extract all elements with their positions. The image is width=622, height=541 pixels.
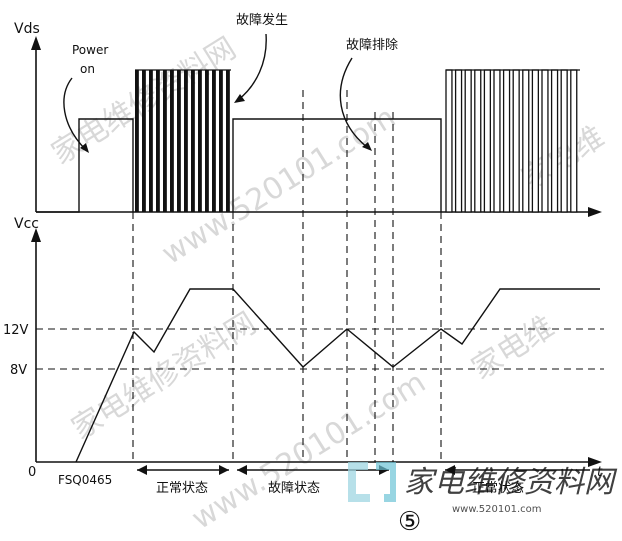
vds-fault-plateau	[232, 118, 442, 212]
state-spans: 正常状态 故障状态 正常状态	[137, 465, 590, 496]
switching-pulse	[205, 70, 209, 212]
vds-axis-label: Vds	[14, 21, 40, 37]
brand-watermark: 家电维修资料网 www.520101.com	[348, 462, 618, 515]
vds-y-arrow	[31, 36, 41, 50]
switching-pulse	[163, 70, 167, 212]
vds-poweron-step	[36, 118, 134, 213]
switching-pulse	[445, 69, 453, 213]
switching-pulse	[142, 70, 146, 212]
span-normal-2-left-head	[445, 465, 455, 475]
fault-occurs-arrow-head	[234, 94, 245, 103]
switching-pulse	[135, 70, 139, 212]
switching-pulse	[170, 70, 174, 212]
switching-pulse	[454, 69, 463, 213]
origin-label: 0	[28, 465, 36, 480]
vds-switching-burst-2	[445, 69, 580, 213]
fault-cleared-arrow	[339, 57, 369, 149]
vcc-plot: Vcc 12V 8V 0 t FSQ0465	[3, 216, 604, 487]
state-fault-label: 故障状态	[268, 481, 320, 496]
switching-pulse	[226, 70, 230, 212]
span-normal-1-left-head	[137, 465, 147, 475]
switching-pulse	[177, 70, 181, 212]
switching-pulse	[560, 69, 568, 213]
time-markers	[132, 90, 442, 462]
watermark-brand-4: 家电维	[466, 309, 561, 386]
brand-overlay-url: www.520101.com	[452, 504, 542, 515]
level-8v-label: 8V	[10, 363, 27, 378]
power-on-arrow-head	[80, 143, 89, 153]
time-axis-label: t	[597, 465, 603, 480]
vds-switching-burst-1	[135, 69, 231, 212]
switching-pulse	[570, 69, 578, 213]
brand-logo-mark-2	[376, 462, 396, 502]
level-12v-label: 12V	[3, 323, 29, 338]
switching-pulse	[550, 69, 559, 213]
vcc-axis-label: Vcc	[14, 216, 39, 232]
switching-pulse	[464, 69, 472, 213]
power-on-label: Power	[72, 43, 108, 57]
switching-pulse	[493, 69, 501, 213]
vds-plot: Vds Power on 故障发生 故障排除	[14, 12, 602, 217]
switching-pulse	[191, 70, 195, 212]
switching-pulse	[531, 69, 540, 213]
switching-pulse	[483, 69, 492, 213]
switching-pulse	[512, 69, 520, 213]
switching-pulse	[149, 70, 153, 212]
figure-number: ⑤	[398, 507, 421, 536]
vcc-y-arrow	[31, 228, 41, 242]
power-on-label-2: on	[80, 62, 95, 76]
fault-occurs-arrow	[237, 33, 267, 101]
fault-cleared-label: 故障排除	[346, 38, 398, 53]
switching-pulse	[502, 69, 511, 213]
fault-occurs-label: 故障发生	[236, 12, 288, 28]
watermark-site-2: www.520101.com	[186, 365, 432, 536]
switching-pulse	[198, 70, 202, 212]
vds-x-arrow	[588, 207, 602, 217]
switching-pulse	[156, 70, 160, 212]
state-normal-2-label: 正常状态	[472, 481, 524, 496]
switching-pulse	[212, 70, 216, 212]
switching-pulse	[541, 69, 549, 213]
switching-pulse	[184, 70, 188, 212]
state-normal-1-label: 正常状态	[156, 481, 208, 496]
switching-pulse	[219, 70, 223, 212]
switching-pulse	[474, 69, 482, 213]
brand-overlay-text: 家电维修资料网	[404, 465, 618, 500]
vcc-x-arrow	[588, 457, 602, 467]
power-on-arrow	[63, 77, 87, 151]
span-fault-left-head	[237, 465, 247, 475]
fault-cleared-arrow-head	[362, 142, 372, 151]
brand-logo-mark	[348, 462, 370, 502]
chip-label: FSQ0465	[58, 473, 112, 487]
vcc-waveform	[75, 288, 600, 463]
span-normal-1-right-head	[219, 465, 229, 475]
switching-pulse	[522, 69, 530, 213]
